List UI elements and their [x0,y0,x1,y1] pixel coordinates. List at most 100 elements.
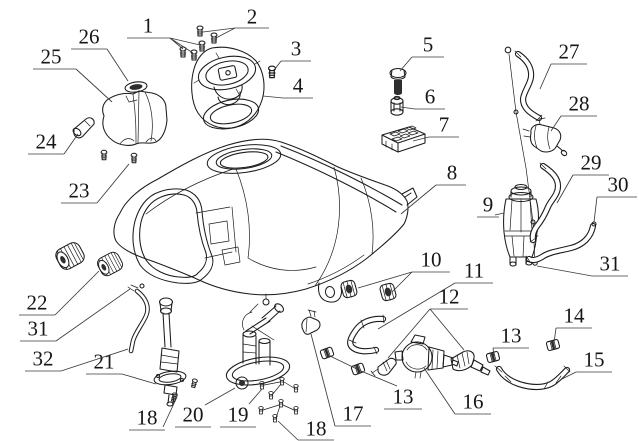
screw-cluster-19-shape-shape [268,393,274,400]
callout-20-21: 20 [175,387,236,428]
leader-line [536,265,593,277]
fuel-petcock-21-shape [160,354,179,365]
rubber-grommet-26-shape [124,81,148,93]
callout-17-17: 17 [310,333,371,427]
callout-30-31: 30 [593,173,637,223]
clamps-13-shape [319,346,335,360]
screw-cluster-19-shape-shape [259,383,265,390]
leader-line [204,387,236,406]
leader-line [63,133,79,155]
screws-23-shape [130,152,138,164]
clamp-14-shape-shape [550,340,556,350]
canister-28 [522,117,568,157]
callout-label: 23 [69,179,90,203]
cap-screws-shape-shape [190,52,198,61]
callout-label: 19 [228,403,249,427]
leader-line [357,271,413,289]
screw-cluster-18-right-shape-shape [258,406,264,410]
filler-neck-shape [219,151,269,169]
fuel-petcock-21-shape [166,401,174,407]
leader-line [492,347,495,357]
cap-screws-shape-shape [196,25,204,31]
fuel-pump-20-shape [239,380,245,386]
fuel-filter-9-shape [509,256,533,266]
fuel-filter-9-shape [514,183,528,191]
hose-27 [514,50,543,122]
screws-18-left-shape-shape [171,392,178,397]
screw-cluster-19-shape [293,384,299,393]
fuel-tank-shape [208,220,241,266]
fuel-petcock-21 [153,297,187,407]
callout-1-0: 1 [127,14,201,54]
rollover-valve-16-shape [405,344,428,370]
fuel-petcock-21-shape [162,312,172,348]
callout-label: 5 [423,33,434,57]
callout-label: 25 [41,45,62,69]
cap-gasket-ring-shape [202,98,260,130]
fuel-tank-shape [307,254,365,285]
fuel-tank-shape [113,138,409,296]
cap-screws-shape-shape [198,43,206,52]
screws-23 [100,149,138,164]
fuel-cap-shape [225,70,231,76]
hose-29 [529,162,562,244]
clamps-13-shape-shape [323,347,331,359]
filler-neck-shape [206,144,282,174]
screws-18-left-shape [171,392,178,403]
rubber-grommet-26-shape [129,84,143,90]
fuel-pump-20-shape [258,340,271,366]
callout-label: 21 [94,350,115,374]
callout-9-8: 9 [477,193,505,218]
fuel-tank-shape [132,188,214,284]
cap-screws-shape [179,46,187,58]
fuel-petcock-21-shape [179,377,185,383]
screw-cluster-18-right-shape-shape [278,401,284,408]
cap-gasket-ring-shape [209,103,253,125]
callout-18-19: 18 [277,417,334,441]
fuel-petcock-21-shape [159,302,173,312]
leader-line [310,333,336,427]
rod-30-shape [504,46,512,54]
leader-line [96,163,130,204]
flange-bolt-5 [389,67,407,95]
hose-11 [347,314,387,355]
screws-18-left [171,378,198,403]
leader-line [169,37,201,46]
elbow-fitting-17-shape [301,316,321,335]
screw-cluster-19-shape-shape [293,386,299,393]
rubber-pad-7 [381,125,426,153]
screw-cluster-19-shape [279,377,285,386]
hose-27-shape [514,50,543,122]
screw-cluster-18-right-shape-shape [278,399,284,403]
fuel-pump-20-shape [274,303,284,313]
callout-label: 15 [584,348,605,372]
tank-front-cover-shape [102,90,168,146]
fuel-tank-shape [314,166,374,287]
fuel-pump-20-shape [258,337,271,345]
fuel-pump-20-shape [245,317,271,335]
callout-18-18: 18 [129,396,178,431]
hose-29-shape [530,164,560,242]
spacer-6-shape [390,108,404,116]
leader-line [400,106,416,110]
callout-21-22: 21 [86,350,157,385]
fuel-pump-20-shape [242,330,257,338]
leader-line [75,68,113,103]
callout-26-27: 26 [71,25,129,82]
knurled-caps-22-shape-shape [60,256,66,264]
vent-hose-32-shape [127,284,139,292]
fuel-pump-20-shape [242,333,257,365]
leader-line [329,355,398,387]
fuel-pump-20-shape [261,305,281,323]
fuel-cap-shape [217,65,238,81]
callout-12-11: 12 [387,285,468,359]
leader-line [54,270,100,316]
callout-5-4: 5 [399,33,444,72]
knurled-caps-22 [55,242,123,277]
leader-line [561,371,577,380]
cap-screws-shape-shape [210,35,218,44]
fitting-12-right [450,350,491,376]
tank-front-cover-shape [119,90,157,145]
